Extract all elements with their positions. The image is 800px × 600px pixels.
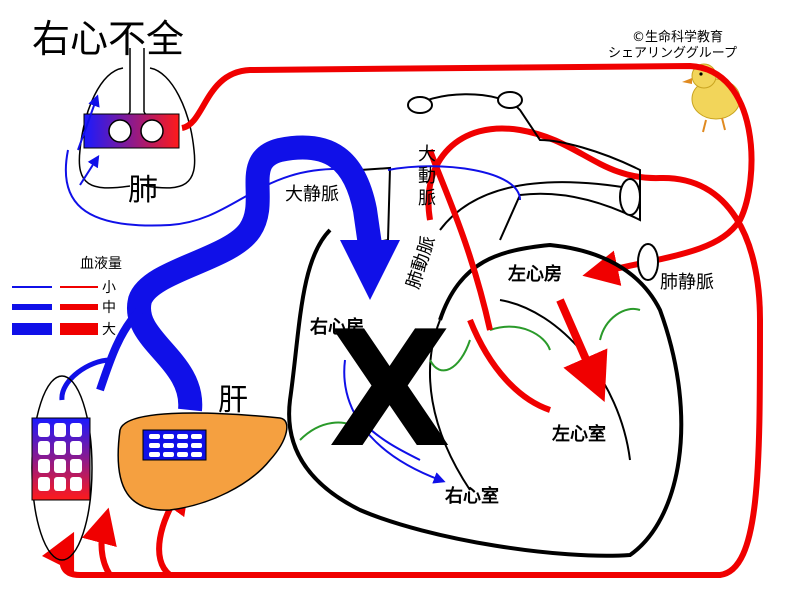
legend-small: 小: [102, 280, 116, 296]
failure-mark: X: [328, 296, 451, 483]
left-ventricle-label: 左心室: [552, 423, 606, 445]
aorta-label-char-3: 脈: [418, 188, 436, 209]
heart-outline: [287, 228, 684, 558]
left-atrium-label: 左心房: [508, 263, 562, 285]
lungs: [78, 48, 196, 189]
right-ventricle-label: 右心室: [445, 485, 499, 507]
legend-title: 血液量: [80, 256, 122, 272]
page-title: 右心不全: [32, 17, 184, 61]
aorta-label-char-1: 大: [418, 144, 436, 165]
aorta-systemic-flow: [41, 125, 764, 578]
right-atrium-label: 右心房: [310, 316, 364, 338]
pulmonary-artery-label: 肺動脈: [403, 234, 440, 292]
liver: [117, 412, 288, 511]
body-tissue: [31, 375, 93, 561]
pulmonary-vein-flow: [180, 62, 755, 286]
lung-label: 肺: [128, 173, 158, 208]
legend: 血液量 小 中 大: [12, 256, 122, 338]
vena-cava-label: 大静脈: [285, 184, 339, 205]
legend-large: 大: [102, 322, 116, 338]
vena-cava-flow: [127, 135, 382, 412]
liver-label: 肝: [218, 383, 248, 418]
legend-medium: 中: [102, 300, 116, 316]
copyright-line-1: ©生命科学教育: [632, 29, 723, 45]
aorta-label: 大 動 脈: [418, 144, 442, 209]
pulmonary-vein-label: 肺静脈: [660, 272, 714, 293]
copyright-line-2: シェアリンググループ: [608, 46, 737, 61]
aorta-label-char-2: 動: [418, 166, 436, 187]
